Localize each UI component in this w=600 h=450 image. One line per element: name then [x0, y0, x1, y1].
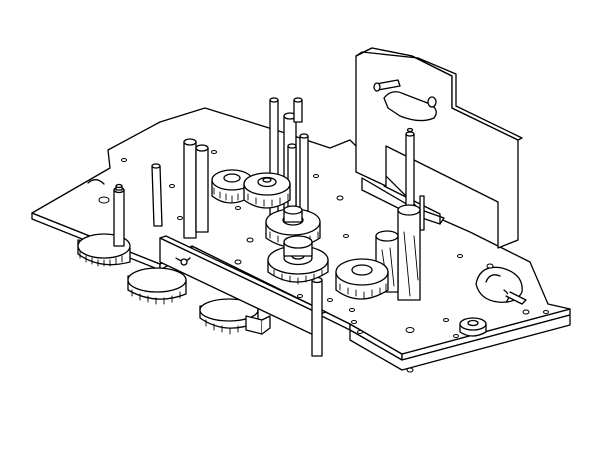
wall-cutout [383, 91, 437, 122]
gear-right [335, 258, 389, 300]
spindle-right [397, 204, 421, 301]
gear-a [211, 169, 253, 204]
shaft-left-small [113, 183, 125, 247]
vertical-bracket-wall [355, 47, 523, 249]
rod-front [311, 276, 323, 357]
underside-gear-2 [127, 267, 187, 305]
plate-holes [98, 150, 549, 373]
shaft-tall-c [299, 133, 309, 215]
shaft-post-2 [183, 138, 197, 239]
gear-b [243, 172, 291, 209]
tab [245, 315, 263, 335]
shaft-post-3 [195, 144, 209, 233]
gear-central-lower [267, 235, 329, 285]
gears [211, 169, 487, 337]
gear-small-right [459, 317, 487, 337]
underside-gear-3 [199, 298, 259, 335]
shaft-right-tall [405, 127, 415, 213]
wall-hole [427, 96, 437, 108]
bottom-flange [349, 314, 571, 371]
shaft-pin-1 [151, 163, 163, 227]
front-side-wall [159, 235, 327, 339]
